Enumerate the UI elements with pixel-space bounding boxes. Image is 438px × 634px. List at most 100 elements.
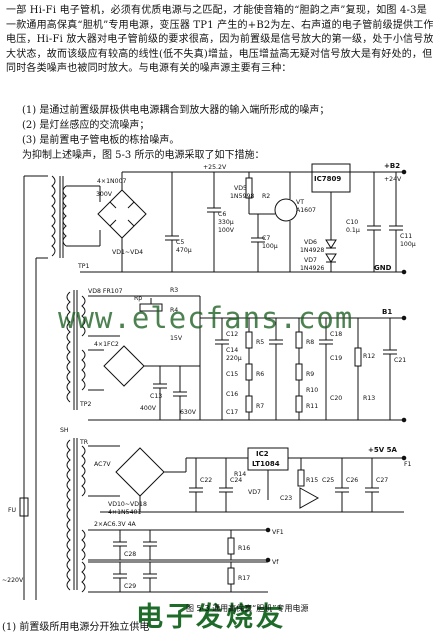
label-vd6: VD6 bbox=[304, 239, 317, 246]
label-b2-voltage: +24V bbox=[384, 176, 402, 183]
transistor-vt bbox=[274, 198, 298, 222]
label-f1: F1 bbox=[404, 461, 412, 468]
label-c6-value: 330μ bbox=[218, 219, 234, 226]
label-220v: ~220V bbox=[2, 577, 24, 584]
watermark-cn: 电子发烧友 bbox=[136, 601, 286, 633]
noise-item-2: (2) 是灯丝感应的交流噪声； bbox=[22, 120, 150, 131]
tp2-coil bbox=[66, 291, 71, 403]
label-c22: C22 bbox=[200, 477, 212, 484]
label-gnd: GND bbox=[374, 264, 392, 272]
label-c12: C12 bbox=[226, 331, 238, 338]
label-kbu: 4×1N5401 bbox=[108, 509, 141, 516]
label-vd5: VD5 bbox=[234, 185, 247, 192]
tp1-secondary-coil bbox=[62, 185, 67, 247]
label-c20: C20 bbox=[330, 395, 342, 402]
label-c11: C11 bbox=[400, 233, 412, 240]
label-c26: C26 bbox=[346, 477, 358, 484]
noise-item-3: (3) 是前置电子管电板的栋拾噪声。 bbox=[22, 135, 180, 146]
bridge-rectifier-3 bbox=[115, 447, 165, 497]
label-c6: C6 bbox=[218, 211, 226, 218]
label-bridge1: 4×1N007 bbox=[97, 178, 127, 185]
label-vd7-part: 1N4926 bbox=[300, 265, 324, 272]
label-ic2: IC2 bbox=[256, 450, 269, 458]
label-r11: R11 bbox=[306, 403, 318, 410]
label-c23: C23 bbox=[280, 495, 292, 502]
label-c24: C24 bbox=[230, 477, 242, 484]
label-25v: +25.2V bbox=[203, 164, 227, 171]
label-ic7809: IC7809 bbox=[314, 175, 341, 183]
label-c28: C28 bbox=[124, 551, 136, 558]
label-c18: C18 bbox=[330, 331, 342, 338]
label-vt: VT bbox=[296, 199, 304, 206]
label-c7: C7 bbox=[262, 235, 270, 242]
label-c10: C10 bbox=[346, 219, 358, 226]
label-lt1084: LT1084 bbox=[252, 460, 280, 468]
label-vd8: VD8 FR107 bbox=[88, 288, 123, 295]
label-c5-value: 470μ bbox=[176, 247, 192, 254]
label-b1: B1 bbox=[382, 308, 392, 316]
label-vf1: VF1 bbox=[272, 529, 284, 536]
label-r9: R9 bbox=[306, 371, 314, 378]
watermark-url: www.elecfans.com bbox=[58, 301, 353, 335]
label-c19: C19 bbox=[330, 355, 342, 362]
label-c6-voltage: 100V bbox=[218, 227, 235, 234]
label-c29: C29 bbox=[124, 583, 136, 590]
label-ac63: 2×AC6.3V 4A bbox=[94, 521, 137, 528]
label-r10: R10 bbox=[306, 387, 318, 394]
label-300v: 300V bbox=[96, 191, 113, 198]
label-c25: C25 bbox=[322, 477, 334, 484]
label-vd10: VD10~VD18 bbox=[108, 501, 147, 508]
label-r5: R5 bbox=[256, 339, 264, 346]
label-c27: C27 bbox=[376, 477, 388, 484]
intro-paragraph: 一部 Hi-Fi 电子管机，必须有优质电源与之匹配，才能使音箱的“胆韵之声”复现… bbox=[6, 5, 434, 75]
label-vd7: VD7 bbox=[304, 257, 317, 264]
measures-intro: 为抑制上述噪声，图 5-3 所示的电源采取了如下措施： bbox=[22, 150, 265, 161]
noise-item-1: (1) 是通过前置级屏极供电电源耦合到放大器的输入端所形成的噪声； bbox=[22, 105, 330, 116]
label-c15: C15 bbox=[226, 371, 238, 378]
label-c16: C16 bbox=[226, 391, 238, 398]
fuse-fu bbox=[19, 497, 29, 517]
bridge-rectifier-2 bbox=[103, 345, 145, 387]
label-r8: R8 bbox=[306, 339, 314, 346]
tr-coil bbox=[66, 439, 71, 591]
label-c14-value: 220μ bbox=[226, 355, 242, 362]
label-vd5-part: 1N5998 bbox=[230, 193, 254, 200]
label-c7-value: 100μ bbox=[262, 243, 278, 250]
label-r6: R6 bbox=[256, 371, 264, 378]
label-tp1: TP1 bbox=[77, 263, 90, 270]
label-r7: R7 bbox=[256, 403, 264, 410]
label-ac7v: AC7V bbox=[94, 461, 111, 468]
label-r14: R14 bbox=[234, 471, 246, 478]
label-c11-value: 100μ bbox=[400, 241, 416, 248]
label-c14: C14 bbox=[226, 347, 238, 354]
label-r2: R2 bbox=[262, 193, 270, 200]
label-r15: R15 bbox=[306, 477, 318, 484]
label-vd1-4: VD1~VD4 bbox=[112, 249, 143, 256]
label-c21: C21 bbox=[394, 357, 406, 364]
label-a1607: A1607 bbox=[296, 207, 316, 214]
label-c13: C13 bbox=[150, 393, 162, 400]
label-tr: TR bbox=[79, 439, 89, 446]
label-vd6-part: 1N4928 bbox=[300, 247, 324, 254]
label-c10-value: 0.1μ bbox=[346, 227, 360, 234]
label-r16: R16 bbox=[238, 545, 250, 552]
label-r3: R3 bbox=[170, 287, 178, 294]
label-5v: +5V 5A bbox=[368, 446, 397, 454]
label-vf2: Vf bbox=[272, 559, 279, 566]
label-c17: C17 bbox=[226, 409, 238, 416]
label-sh: SH bbox=[60, 427, 69, 434]
figure-caption: 图 5-3 通用高保真“胆机”专用电源 bbox=[186, 604, 309, 613]
label-b2: +B2 bbox=[384, 162, 400, 170]
label-vd9: 4×1FC2 bbox=[94, 341, 119, 348]
label-tp2: TP2 bbox=[79, 401, 92, 408]
label-c5: C5 bbox=[176, 239, 184, 246]
label-rp: Rp bbox=[134, 295, 142, 302]
label-r13: R13 bbox=[363, 395, 375, 402]
label-fu: FU bbox=[8, 507, 16, 514]
label-vd7b: VD7 bbox=[248, 489, 261, 496]
label-630v: 630V bbox=[180, 409, 197, 416]
footer-text: (1) 前置级所用电源分开独立供电 bbox=[2, 622, 150, 633]
tp1-primary-coil bbox=[51, 175, 56, 257]
label-r12: R12 bbox=[363, 353, 375, 360]
label-400v: 400V bbox=[140, 405, 157, 412]
